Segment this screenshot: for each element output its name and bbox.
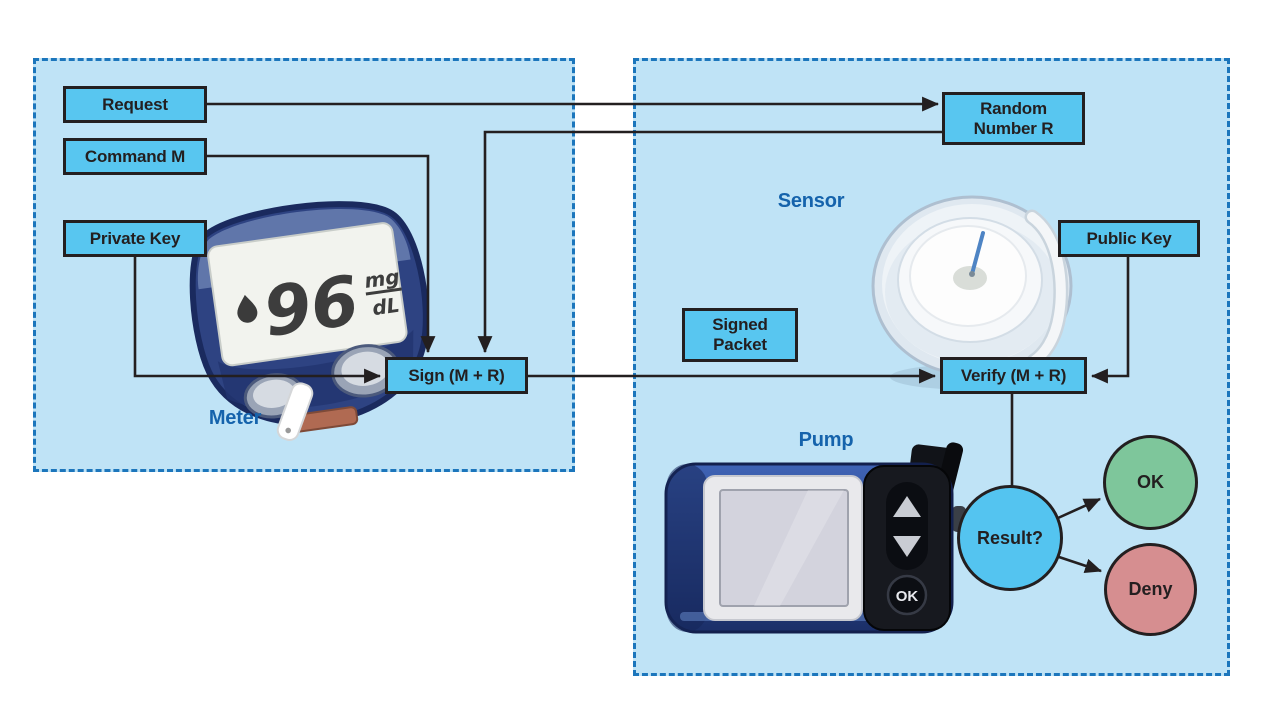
node-request: Request — [63, 86, 207, 123]
label-pump: Pump — [798, 429, 854, 451]
node-random-number-r: Random Number R — [942, 92, 1085, 145]
node-sign: Sign (M + R) — [385, 357, 528, 394]
meter-screen — [207, 222, 408, 367]
sensor-adhesive-tape — [1027, 212, 1066, 366]
meter-unit-mg: mg — [363, 264, 401, 293]
node-signed-packet: Signed Packet — [682, 308, 798, 362]
node-public-key: Public Key — [1058, 220, 1200, 257]
pump-ok-button-label: OK — [896, 588, 919, 605]
edge-random-to-sign — [477, 130, 942, 354]
blood-drop-icon — [237, 294, 258, 323]
meter-display-unit: mg dL — [363, 264, 402, 321]
pump-down-button — [893, 536, 921, 557]
node-private-key: Private Key — [63, 220, 207, 257]
edge-result-to-deny — [1058, 555, 1103, 574]
meter-body: 96 mg dL — [189, 201, 429, 433]
meter-test-strip — [276, 382, 314, 441]
pump-screen — [719, 489, 849, 607]
glucose-meter-image: 96 mg dL — [189, 201, 429, 441]
meter-unit-dl: dL — [371, 293, 401, 321]
insulin-pump-image: OK — [664, 442, 966, 634]
edge-publickey-to-verify — [1090, 257, 1130, 384]
node-verify: Verify (M + R) — [940, 357, 1087, 394]
circle-ok: OK — [1103, 435, 1198, 530]
meter-display-value: 96 — [259, 262, 364, 353]
edge-command-to-sign — [207, 154, 436, 354]
circle-result: Result? — [957, 485, 1063, 591]
label-sensor: Sensor — [777, 190, 845, 212]
label-meter: Meter — [208, 407, 262, 429]
node-command-m: Command M — [63, 138, 207, 175]
pump-ok-button — [886, 574, 928, 616]
edge-result-to-ok — [1057, 497, 1101, 520]
circle-deny: Deny — [1104, 543, 1197, 636]
pump-up-button — [893, 496, 921, 517]
edge-privatekey-to-sign — [133, 257, 382, 384]
sensor-needle — [970, 231, 985, 276]
